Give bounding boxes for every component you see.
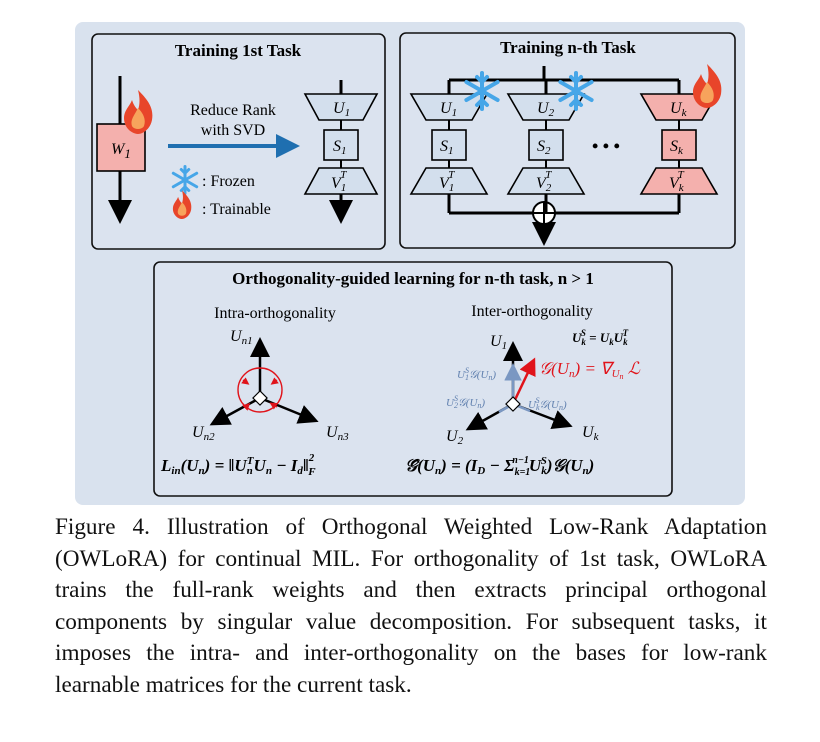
panel2-title: Training n-th Task <box>500 38 636 57</box>
gradient-label: 𝒢(Un) = ∇Un ℒ <box>539 359 641 381</box>
svg-text:U2: U2 <box>446 428 464 447</box>
ellipsis: • • • <box>592 136 620 156</box>
legend-trainable: : Trainable <box>202 201 271 218</box>
projection-k: UkS𝒢(Un) <box>528 396 567 412</box>
svg-text:V2T: V2T <box>536 169 552 194</box>
svd-label-2: with SVD <box>201 122 265 139</box>
svg-text:V1T: V1T <box>439 169 455 194</box>
v1-trapezoid <box>303 167 379 195</box>
svg-text:S1: S1 <box>440 138 454 157</box>
panel-training-1st-task: Training 1st Task W1 Reduce Rank with SV… <box>91 33 386 250</box>
projection-2: U2S𝒢(Un) <box>446 394 485 410</box>
inter-equation: 𝒢̂(Un) = (ID − Σk=1n−1UkS)𝒢(Un) <box>405 455 594 478</box>
svg-text:S2: S2 <box>537 138 551 157</box>
svg-text:S1: S1 <box>333 138 347 157</box>
projection-1: U1S𝒢(Un) <box>457 366 496 382</box>
weight-w1-label: W1 <box>111 141 131 161</box>
svg-text:Un3: Un3 <box>326 424 349 443</box>
svg-text:U1: U1 <box>333 100 350 119</box>
u1-trapezoid <box>303 93 379 121</box>
svg-text:U1: U1 <box>490 333 507 352</box>
svg-text:V1T: V1T <box>331 169 347 194</box>
module-2: U2 S2 V2T <box>506 71 594 213</box>
gradient-arrow <box>511 357 536 405</box>
module-1: U1 S1 V1T <box>409 71 500 213</box>
panel3-title: Orthogonality-guided learning for n-th t… <box>232 269 594 288</box>
module-k: Uk Sk VkT <box>639 64 722 213</box>
owlora-diagram: Training 1st Task W1 Reduce Rank with SV… <box>75 22 745 505</box>
svd-label-1: Reduce Rank <box>190 102 276 119</box>
svg-text:VkT: VkT <box>669 169 685 194</box>
intra-title: Intra-orthogonality <box>214 305 336 322</box>
figure-caption: Figure 4. Illustration of Orthogonal Wei… <box>55 514 767 698</box>
intra-axes: Un1 Un2 Un3 <box>192 328 349 443</box>
inter-axes: U1 U2 Uk <box>446 333 600 447</box>
svg-text:Uk: Uk <box>582 424 600 443</box>
svg-text:Uk: Uk <box>670 100 688 119</box>
svg-text:U2: U2 <box>537 100 555 119</box>
svg-text:Un2: Un2 <box>192 424 215 443</box>
uks-definition: UkS = UkUkT <box>572 328 629 347</box>
panel-orthogonality: Orthogonality-guided learning for n-th t… <box>153 261 673 497</box>
legend-frozen: : Frozen <box>202 173 255 190</box>
svg-text:U1: U1 <box>440 100 457 119</box>
panel-training-nth-task: Training n-th Task U1 S1 V1T U2 <box>399 32 736 249</box>
inter-title: Inter-orthogonality <box>471 303 592 320</box>
svg-text:Un1: Un1 <box>230 328 253 347</box>
panel1-title: Training 1st Task <box>175 41 302 60</box>
svg-text:Sk: Sk <box>670 138 684 157</box>
